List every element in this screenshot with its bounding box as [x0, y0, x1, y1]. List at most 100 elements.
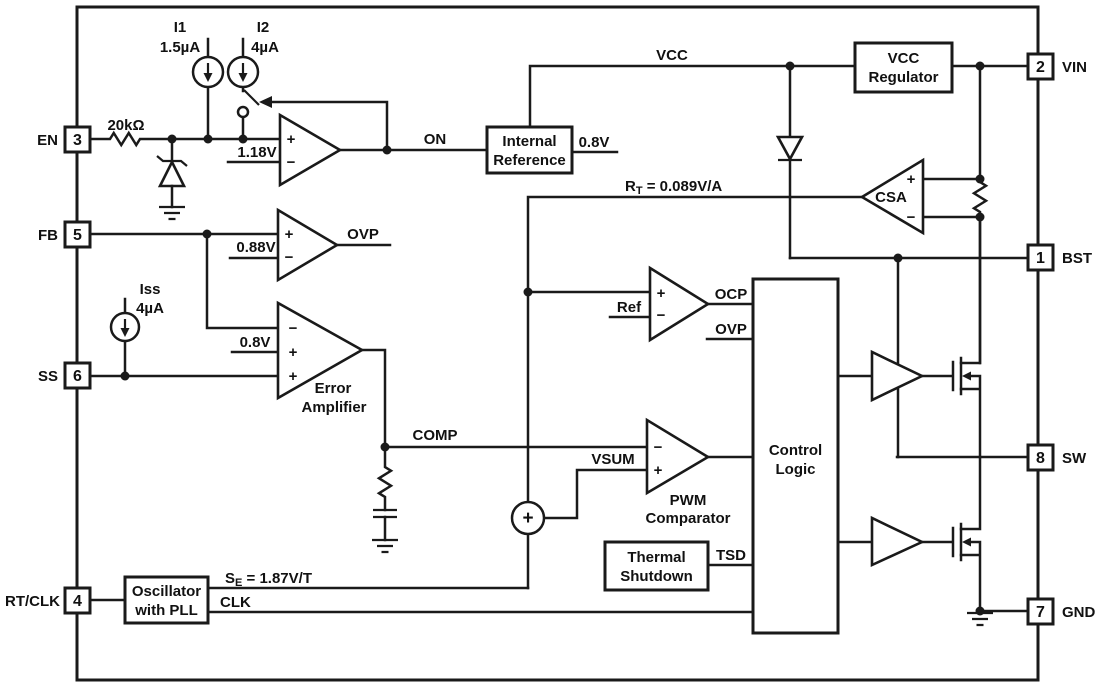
internal-ref-out-label: 0.8V [579, 134, 610, 151]
oscillator-label-2: with PLL [134, 602, 198, 619]
pin-label-ss: SS [38, 368, 58, 385]
ic-boundary [75, 5, 1040, 682]
high-side-mosfet [920, 215, 982, 459]
current-source-i1 [191, 55, 225, 89]
pin-box-sw [1026, 443, 1055, 472]
control-logic-block [751, 277, 840, 635]
current-source-iss [109, 311, 141, 343]
i2-arrowhead [238, 73, 248, 82]
pin-number-sw: 8 [1036, 450, 1045, 467]
i1-value: 1.5µA [160, 39, 200, 56]
ocp-label: OCP [715, 286, 748, 303]
wire-en [88, 130, 282, 148]
ls-fet-terminals [959, 455, 982, 613]
pin-number-fb: 5 [73, 227, 82, 244]
control-logic-label-1: Control [769, 442, 822, 459]
ocp-comp-plus: + [657, 285, 666, 302]
thermal-shutdown-label-1: Thermal [627, 549, 685, 566]
pin-label-vin: VIN [1062, 59, 1087, 76]
en-threshold-label: 1.18V [237, 144, 276, 161]
wire-hysteresis-feedback [266, 100, 389, 152]
iss-value: 4µA [136, 300, 164, 317]
clk-label: CLK [220, 594, 251, 611]
iss-arrowhead [120, 328, 130, 337]
rt-formula-label: RT = 0.089V/A [625, 178, 722, 197]
hs-fet-terminals [959, 215, 982, 459]
tsd-label: TSD [716, 547, 746, 564]
junction-dots [120, 61, 985, 616]
en-comparator [278, 112, 343, 188]
vcc-regulator-label-1: VCC [888, 50, 920, 67]
thermal-shutdown-block [603, 540, 710, 592]
pins-left [63, 125, 92, 615]
vcc-regulator-label-2: Regulator [868, 69, 938, 86]
pwm-comp-minus: − [654, 439, 663, 456]
se-formula-label: SE = 1.87V/T [225, 570, 312, 589]
pwm-comparator [645, 417, 711, 496]
en-comp-plus: + [287, 131, 296, 148]
switch-blade [243, 89, 260, 106]
thermal-shutdown-label-2: Shutdown [620, 568, 692, 585]
wire-fb [88, 232, 280, 330]
ocp-reference-label: Ref [617, 299, 642, 316]
summing-junction-plus: + [522, 508, 533, 529]
pin-number-vin: 2 [1036, 59, 1045, 76]
i2-value: 4µA [251, 39, 279, 56]
iss-name: Iss [140, 281, 161, 298]
wire-current-sense [526, 195, 864, 590]
hs-fet-body-arrow [962, 371, 971, 381]
error-amp-plus-1: + [289, 344, 298, 361]
summing-junction [510, 500, 546, 536]
error-amp-plus-2: + [289, 368, 298, 385]
ground-symbol-en [159, 205, 185, 221]
pin-label-en: EN [37, 132, 58, 149]
ea-reference-label: 0.8V [240, 334, 271, 351]
error-amp-label-2: Amplifier [301, 399, 366, 416]
csa-plus: + [907, 171, 916, 188]
wire-vsum [542, 468, 649, 520]
low-side-mosfet [920, 455, 982, 613]
ocp-comp-minus: − [657, 307, 666, 324]
en-resistor-label: 20kΩ [107, 117, 144, 134]
ls-fet-gate [920, 522, 963, 562]
pwm-comparator-label-1: PWM [670, 492, 707, 509]
oscillator-block [123, 575, 210, 625]
pin-number-en: 3 [73, 132, 82, 149]
pin-box-en [63, 125, 92, 154]
ovp-logic-label: OVP [715, 321, 747, 338]
ovp-comp-minus: − [285, 249, 294, 266]
wire-comp [360, 348, 649, 449]
internal-reference-label-1: Internal [502, 133, 556, 150]
error-amplifier [276, 300, 365, 401]
pin-box-bst [1026, 243, 1055, 272]
error-amp-minus: − [289, 320, 298, 337]
csa-label: CSA [875, 189, 907, 206]
internal-reference-label-2: Reference [493, 152, 566, 169]
comp-resistor [376, 445, 394, 512]
oscillator-label-1: Oscillator [132, 583, 201, 600]
wire-driver-inputs [836, 374, 874, 544]
current-source-i2 [226, 55, 260, 89]
internal-reference-block [485, 125, 574, 175]
pin-box-ss [63, 361, 92, 390]
csa-minus: − [907, 209, 916, 226]
pin-number-ss: 6 [73, 368, 82, 385]
pin-label-sw: SW [1062, 450, 1087, 467]
pins-right [1026, 52, 1055, 626]
ovp-comp-plus: + [285, 226, 294, 243]
zener-diode [157, 159, 187, 188]
pin-number-rtclk: 4 [73, 593, 82, 610]
hs-gate-driver [870, 349, 926, 403]
pin-box-fb [63, 220, 92, 249]
pin-number-bst: 1 [1036, 250, 1045, 267]
ovp-threshold-label: 0.88V [236, 239, 275, 256]
pin-box-rtclk [63, 586, 92, 615]
ovp-comparator [276, 207, 340, 283]
comp-label: COMP [413, 427, 458, 444]
wires [88, 37, 1030, 627]
current-sense-amplifier [859, 157, 925, 236]
pin-box-vin [1026, 52, 1055, 81]
vsum-label: VSUM [591, 451, 634, 468]
ground-symbol-comp [372, 538, 398, 554]
